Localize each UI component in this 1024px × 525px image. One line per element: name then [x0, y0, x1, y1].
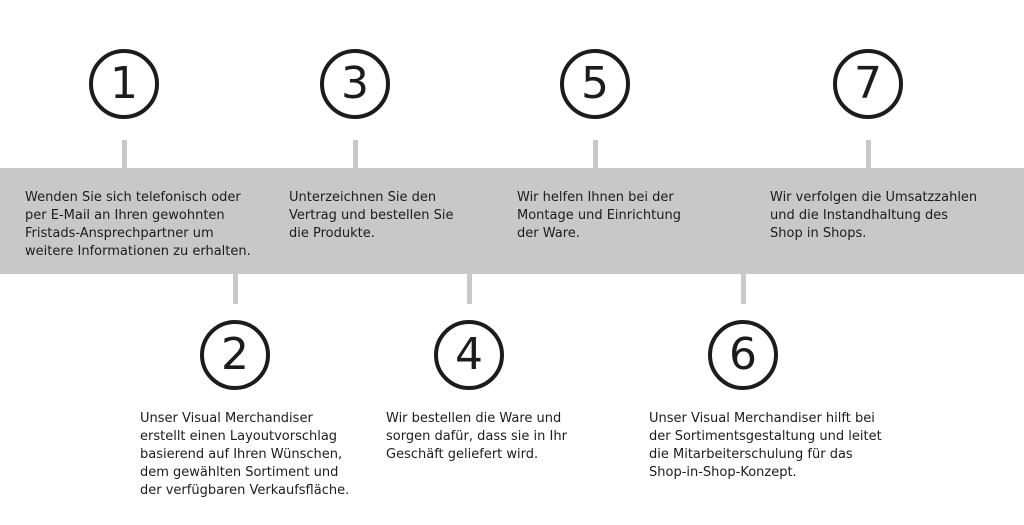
step-3-line: die Produkte.: [289, 226, 375, 241]
step-5-description: Wir helfen Ihnen bei der Montage und Ein…: [517, 189, 681, 243]
step-1-line: Wenden Sie sich telefonisch oder: [25, 190, 241, 205]
step-7-circle: 7: [833, 49, 903, 119]
step-5-connector: [593, 140, 598, 168]
step-1-description: Wenden Sie sich telefonisch oder per E-M…: [25, 189, 251, 261]
step-1-line: Fristads-Ansprechpartner um: [25, 226, 214, 241]
step-6-line: Unser Visual Merchandiser hilft bei: [649, 411, 875, 426]
step-2-description: Unser Visual Merchandiser erstellt einen…: [140, 410, 349, 500]
step-1-line: weitere Informationen zu erhalten.: [25, 244, 251, 259]
step-4-line: Geschäft geliefert wird.: [386, 447, 539, 462]
step-2-circle: 2: [200, 320, 270, 390]
step-4-connector: [467, 274, 472, 304]
step-6-line: der Sortimentsgestaltung und leitet: [649, 429, 882, 444]
step-7-line: Wir verfolgen die Umsatzzahlen: [770, 190, 978, 205]
step-7-line: und die Instandhaltung des: [770, 208, 949, 223]
step-5-circle: 5: [560, 49, 630, 119]
step-4-circle: 4: [434, 320, 504, 390]
step-7-connector: [866, 140, 871, 168]
step-6-connector: [741, 274, 746, 304]
step-3-line: Unterzeichnen Sie den: [289, 190, 437, 205]
step-3-circle: 3: [320, 49, 390, 119]
step-3-description: Unterzeichnen Sie den Vertrag und bestel…: [289, 189, 453, 243]
step-4-line: sorgen dafür, dass sie in Ihr: [386, 429, 567, 444]
step-4-description: Wir bestellen die Ware und sorgen dafür,…: [386, 410, 567, 464]
step-6-line: Shop-in-Shop-Konzept.: [649, 465, 797, 480]
step-6-line: die Mitarbeiterschulung für das: [649, 447, 853, 462]
step-2-line: der verfügbaren Verkaufsfläche.: [140, 483, 350, 498]
step-6-description: Unser Visual Merchandiser hilft bei der …: [649, 410, 882, 482]
step-1-circle: 1: [89, 49, 159, 119]
step-3-line: Vertrag und bestellen Sie: [289, 208, 454, 223]
step-7-line: Shop in Shops.: [770, 226, 867, 241]
step-2-line: dem gewählten Sortiment und: [140, 465, 339, 480]
step-1-connector: [122, 140, 127, 168]
step-5-line: Montage und Einrichtung: [517, 208, 681, 223]
step-3-connector: [353, 140, 358, 168]
timeline-band: [0, 168, 1024, 274]
step-2-line: Unser Visual Merchandiser: [140, 411, 313, 426]
step-2-line: erstellt einen Layoutvorschlag: [140, 429, 338, 444]
step-4-line: Wir bestellen die Ware und: [386, 411, 562, 426]
step-5-line: der Ware.: [517, 226, 580, 241]
step-1-line: per E-Mail an Ihren gewohnten: [25, 208, 225, 223]
step-5-line: Wir helfen Ihnen bei der: [517, 190, 674, 205]
step-7-description: Wir verfolgen die Umsatzzahlen und die I…: [770, 189, 977, 243]
step-2-connector: [233, 274, 238, 304]
step-2-line: basierend auf Ihren Wünschen,: [140, 447, 343, 462]
step-6-circle: 6: [708, 320, 778, 390]
